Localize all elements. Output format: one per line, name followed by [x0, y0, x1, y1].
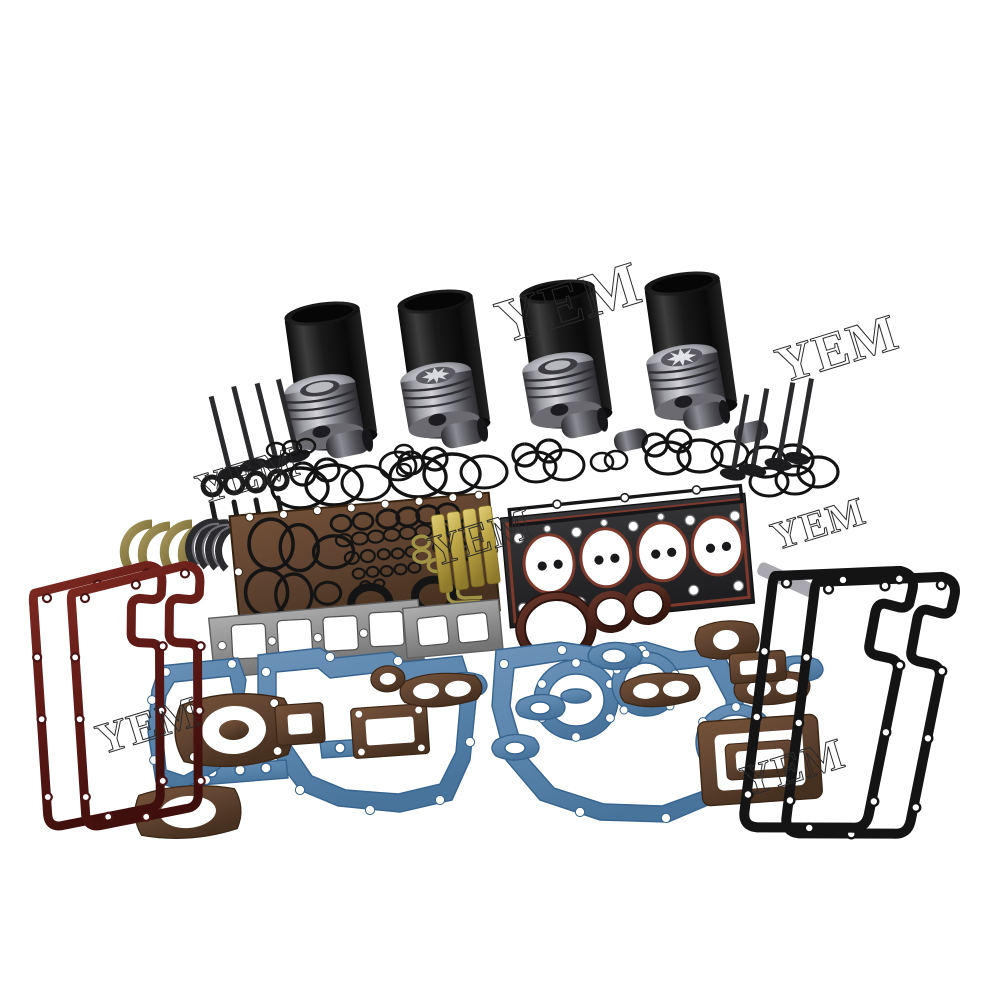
zinc-shim-strap-group	[430, 505, 501, 594]
o-ring-assortment	[265, 437, 629, 482]
valve-group-right	[719, 378, 814, 481]
piston-group	[284, 344, 726, 450]
valve-cover-gasket-black-group	[739, 565, 960, 840]
intake-manifold-gasket	[401, 598, 504, 660]
valve-cover-gasket-red-group	[28, 560, 206, 831]
